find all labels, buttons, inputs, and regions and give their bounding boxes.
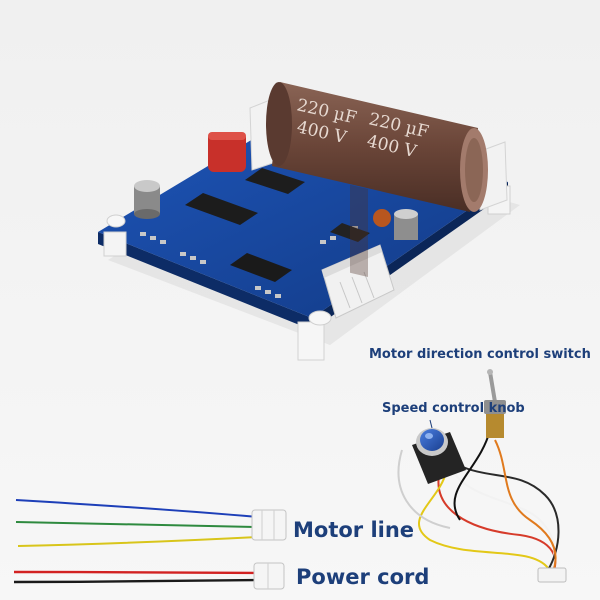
- mosfet-chip: [245, 168, 305, 194]
- speed-potentiometer: [412, 428, 466, 484]
- white-connector: [321, 244, 395, 319]
- label-speed-knob: Speed control knob: [382, 401, 525, 416]
- label-motor-line: Motor line: [293, 518, 415, 542]
- small-capacitor-left: [134, 180, 160, 219]
- direction-toggle-switch: [484, 369, 506, 438]
- driver-chip: [185, 193, 258, 225]
- power-wires: [13, 570, 259, 584]
- control-harness: [397, 429, 560, 576]
- motor-wires: [15, 499, 259, 547]
- electrolytic-capacitor: 220 µF 400 V 220 µF 400 V: [266, 82, 488, 277]
- red-film-capacitor: [208, 132, 246, 172]
- power-cord-connector: [253, 562, 285, 590]
- label-power-cord: Power cord: [296, 565, 430, 589]
- label-direction-switch: Motor direction control switch: [369, 347, 591, 362]
- controller-chip: [230, 253, 292, 282]
- pcb-edge: [98, 232, 312, 330]
- motor-line-connector: [251, 509, 287, 541]
- small-capacitor-right: [394, 209, 418, 240]
- harness-plug: [537, 567, 567, 583]
